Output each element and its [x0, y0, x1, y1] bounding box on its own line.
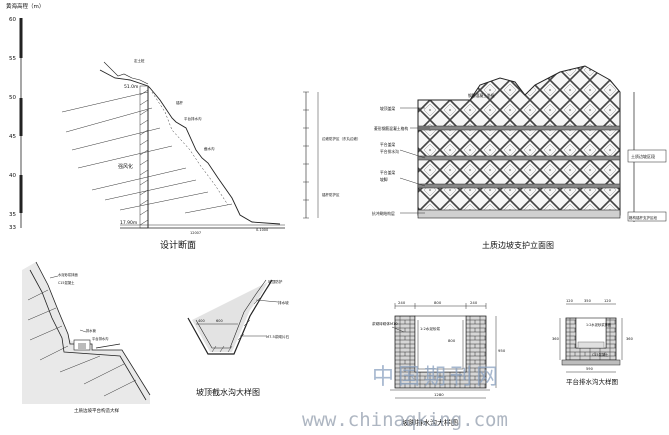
- dim-label: 120: [566, 299, 574, 303]
- section-caption: 设计断面: [160, 239, 196, 251]
- elevation-labels: 钢筋混凝土坐框 坡顶盖梁 菱形钢筋混凝土格构 平台盖梁 平台排水沟 平台盖梁 坡…: [372, 93, 495, 216]
- callout: 平台排水沟: [92, 336, 109, 341]
- tick-label: 33: [9, 225, 16, 231]
- detail-caption: 平台排水沟大样图: [566, 377, 618, 386]
- dim-label: 360: [626, 337, 634, 341]
- detail-caption: 坡脚排水沟大样图: [402, 418, 458, 427]
- callout: C15混凝土: [592, 352, 609, 357]
- dim-label: 1280: [434, 392, 444, 397]
- dim-label: 240: [470, 300, 478, 305]
- tick-label: 35: [9, 212, 16, 218]
- callout: 平台盖梁: [380, 142, 395, 147]
- callout: 排水管: [86, 328, 97, 333]
- bottom-dim: 0.1000: [256, 228, 268, 232]
- elevation-caption: 土质边坡支护立面图: [482, 240, 554, 250]
- callout: M7.5浆砌片石: [266, 334, 290, 339]
- watermark: 中国期刊网 www.chinaqking.com: [302, 365, 508, 431]
- callout: 抗冲刷结构层: [372, 211, 395, 216]
- right-box-label: 格构锚杆支护区段: [629, 215, 657, 220]
- dim-label: 120: [604, 299, 612, 303]
- right-label: 锚杆防护区: [322, 192, 340, 197]
- detail-caption: 坡顶截水沟大样图: [196, 387, 260, 397]
- elevation-top: 51.0m: [124, 84, 138, 90]
- platform-construction-detail: 水泥砂浆抹面 C15混凝土 排水管 平台排水沟 土质边坡平台构造大样: [22, 261, 151, 414]
- callout: 钢筋混凝土坐框: [468, 93, 495, 98]
- tick-label: 40: [9, 173, 16, 179]
- platform-ditch-detail: 120 350 120 590 360 360 1:2水泥砂浆抹面 C15混凝土…: [552, 299, 634, 386]
- callout: 1:2水泥砂浆: [420, 326, 441, 331]
- dim-label: 800: [448, 338, 456, 343]
- detail-caption: 土质边坡平台构造大样: [74, 407, 119, 414]
- tick-label: 45: [9, 134, 16, 140]
- top-ditch-detail: 400 600 坡顶防护 排水坡 M7.5浆砌片石 坡顶截水沟大样图: [187, 279, 290, 397]
- design-section: 黄海高程（m） 60 55 50 45 40 35 33: [6, 2, 361, 251]
- watermark-site: www.chinaqking.com: [302, 409, 508, 431]
- callout: 排水坡: [278, 300, 289, 305]
- axis-ticks: 60 55 50 45 40 35 33: [9, 17, 16, 231]
- callout: C15混凝土: [58, 280, 75, 285]
- callout: 水泥砂浆抹面: [58, 272, 78, 277]
- dim-label: 590: [586, 367, 594, 371]
- axis-title: 黄海高程（m）: [6, 2, 44, 10]
- elevation-bottom: 17.90m: [120, 220, 137, 226]
- elevation-view: 土质边坡区段 格构锚杆支护区段 钢筋混凝土坐框 坡顶盖梁 菱形钢筋混凝土格构 平…: [372, 65, 667, 250]
- annotation: 平台排水沟: [184, 116, 202, 121]
- toe-ditch-detail: 240 800 240 1280 800 950 浆砌砖砌体M10 1:2水泥砂…: [372, 300, 506, 427]
- tick-label: 55: [9, 56, 16, 62]
- right-box-label: 土质边坡区段: [631, 153, 655, 159]
- dim-label: 950: [498, 348, 506, 353]
- tick-label: 60: [9, 17, 16, 23]
- callout: 坡顶防护: [268, 279, 283, 284]
- dim-label: 800: [434, 300, 442, 305]
- dim-label: 350: [584, 299, 592, 303]
- right-label: 边坡防护区（东丸边坡）: [322, 136, 361, 141]
- callout: 1:2水泥砂浆抹面: [586, 322, 612, 327]
- section-annotations: 定土桩 平台排水沟 锚杆 截水沟 强风化: [118, 58, 215, 170]
- callout: 坡脚: [380, 177, 388, 182]
- annotation: 锚杆: [176, 100, 183, 105]
- callout: 浆砌砖砌体M10: [372, 321, 398, 326]
- callout: 平台盖梁: [380, 170, 395, 175]
- dim-label: 360: [552, 337, 560, 341]
- bottom-dim: 12007: [190, 231, 201, 235]
- tick-label: 50: [9, 95, 16, 101]
- dim-label: 600: [216, 319, 223, 323]
- annotation: 截水沟: [204, 146, 215, 151]
- annotation: 强风化: [118, 163, 133, 170]
- callout: 菱形钢筋混凝土格构: [374, 126, 408, 131]
- watermark-text: 中国期刊网: [372, 365, 502, 390]
- callout: 坡顶盖梁: [380, 106, 395, 111]
- callout: 平台排水沟: [380, 149, 399, 154]
- dim-label: 240: [398, 300, 406, 305]
- dim-label: 400: [198, 319, 205, 323]
- annotation: 定土桩: [134, 58, 145, 63]
